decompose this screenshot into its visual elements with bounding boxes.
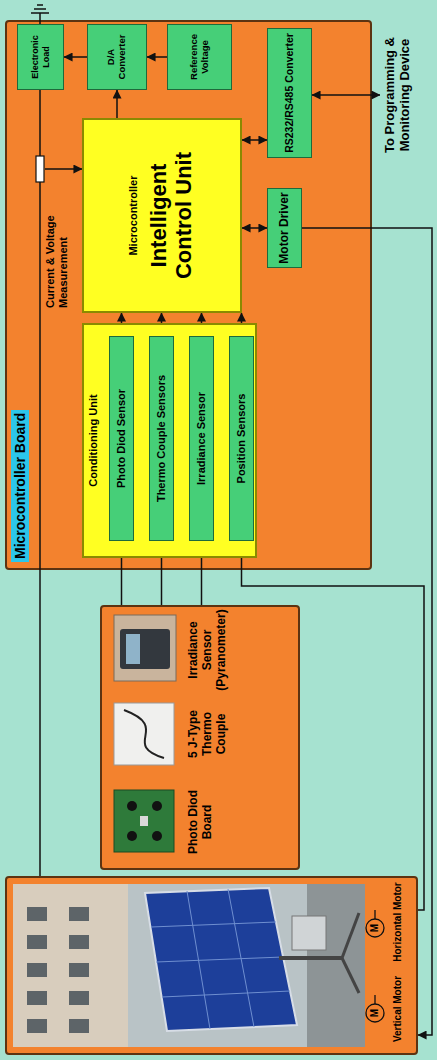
text-slot: Current & Voltage Measurement xyxy=(44,183,69,308)
connector xyxy=(39,90,41,876)
node-text: Irradiance Sensor xyxy=(195,392,208,485)
motor-letter: M xyxy=(369,1004,381,1022)
sensor-panel: Photo Diod Board 5 J-Type Thermo CoupleIr… xyxy=(100,605,300,870)
node-text: Motor Driver xyxy=(278,192,292,263)
text-slot: M xyxy=(369,1004,381,1022)
text-slot: M xyxy=(369,919,381,937)
node-text: Photo Diod Sensor xyxy=(115,389,128,488)
node-text: Microcontroller Board xyxy=(11,410,29,562)
text-slot: Irradiance Sensor (Pyranometer) xyxy=(187,608,228,692)
node-text: Irradiance Sensor (Pyranometer) xyxy=(187,608,228,692)
node-text: RS232/RS485 Converter xyxy=(283,33,295,153)
node-text: Conditioning Unit xyxy=(87,325,100,556)
port-label: To Programming & Monitoring Device xyxy=(383,15,413,175)
port-arrow xyxy=(312,94,380,96)
text-slot: To Programming & Monitoring Device xyxy=(383,15,413,175)
text-slot: Microcontroller Board xyxy=(11,410,29,562)
text-slot: Vertical Motor xyxy=(392,968,404,1050)
node-text: 5 J-Type Thermo Couple xyxy=(187,692,228,776)
node-text: Vertical Motor xyxy=(392,968,404,1050)
node-text: Reference Voltage xyxy=(189,27,211,87)
text-slot: Photo Diod Board xyxy=(187,780,215,864)
sensor-channel: Thermo Couple Sensors xyxy=(149,336,174,541)
node-text: Microcontroller xyxy=(127,175,140,255)
motor-driver: Motor Driver xyxy=(267,188,302,268)
tracker-panel: Vertical MotorHorizontal MotorMM xyxy=(5,876,418,1055)
electronic-load: Electronic Load xyxy=(17,24,64,90)
tracker-photo xyxy=(7,874,420,1053)
converter-box: D/A Converter xyxy=(87,24,147,90)
reference-box: Reference Voltage xyxy=(167,24,232,90)
connector xyxy=(116,90,118,118)
connector xyxy=(64,56,87,58)
shunt-resistor xyxy=(36,156,44,182)
motor-letter: M xyxy=(369,919,381,937)
node-text: Thermo Couple Sensors xyxy=(155,375,168,502)
sensor-channel: Photo Diod Sensor xyxy=(109,336,134,541)
measurement-label: Current & Voltage Measurement xyxy=(44,183,69,308)
node-text: Photo Diod Board xyxy=(187,780,215,864)
comm-converter: RS232/RS485 Converter xyxy=(267,28,312,158)
node-text: Horizontal Motor xyxy=(392,878,404,966)
sensor-channel: Irradiance Sensor xyxy=(189,336,214,541)
connector xyxy=(147,56,167,58)
text-slot: Horizontal Motor xyxy=(392,878,404,966)
measurement-arrow xyxy=(45,168,82,170)
text-slot: 5 J-Type Thermo Couple xyxy=(187,692,228,776)
sensor-channel: Position Sensors xyxy=(229,336,254,541)
control-unit: Microcontroller Intelligent Control Unit xyxy=(82,118,242,313)
node-text: Electronic Load xyxy=(30,27,51,87)
connector xyxy=(242,227,267,229)
node-text: Position Sensors xyxy=(235,394,248,484)
connector xyxy=(242,139,267,141)
conditioning-unit: Conditioning Unit Photo Diod Sensor Thermo… xyxy=(82,323,257,558)
node-text: Intelligent Control Unit xyxy=(146,124,197,307)
text-slot: Conditioning Unit xyxy=(87,325,100,556)
node-text: D/A Converter xyxy=(106,27,128,87)
